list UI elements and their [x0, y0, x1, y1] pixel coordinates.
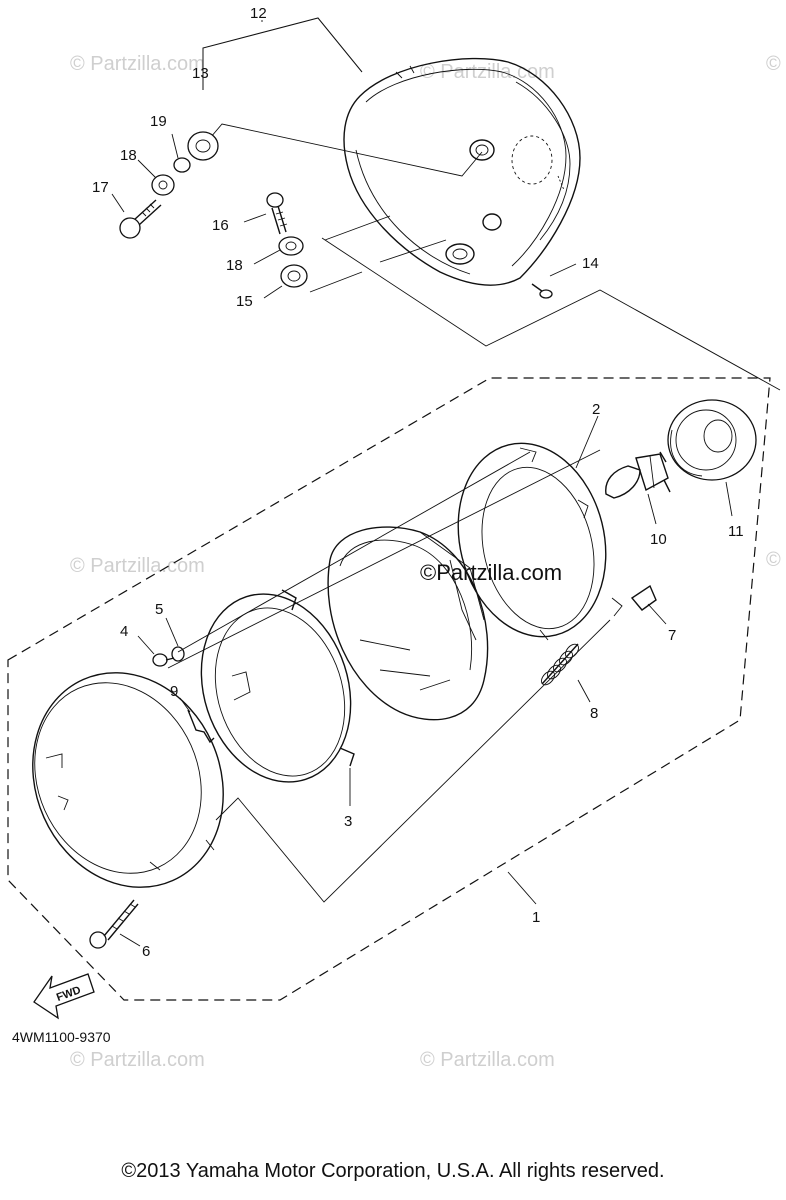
callout-2: 2 [592, 401, 600, 418]
guide-line [215, 619, 611, 903]
leader-line [549, 263, 577, 277]
callout-7: 7 [668, 627, 676, 644]
fwd-arrow-icon: FWD [33, 973, 95, 1020]
callout-4: 4 [120, 623, 128, 640]
grommet-13 [187, 131, 219, 161]
callout-17: 17 [92, 179, 109, 196]
center-watermark: ©Partzilla.com [420, 560, 562, 585]
screw-4 [152, 653, 175, 667]
callout-6: 6 [142, 943, 150, 960]
copyright-notice: ©2013 Yamaha Motor Corporation, U.S.A. A… [121, 1160, 665, 1182]
headlight-housing [343, 57, 581, 286]
screw-6 [89, 899, 139, 949]
leader-line [243, 213, 267, 223]
washer-18-lower [278, 236, 304, 256]
rim-2 [457, 442, 623, 641]
callout-18: 18 [226, 257, 243, 274]
headlight-outer-rim [32, 672, 224, 888]
guide-line [177, 451, 531, 653]
leader-line [111, 193, 125, 213]
clip-7 [630, 584, 657, 611]
callout-16: 16 [212, 217, 229, 234]
leader-line [253, 249, 281, 265]
leader-line [165, 617, 179, 647]
leader-line [324, 215, 391, 241]
callout-3: 3 [344, 813, 352, 830]
grommet-15 [280, 264, 308, 288]
callout-9: 9 [170, 683, 178, 700]
leader-line [725, 481, 733, 517]
leader-line [379, 239, 447, 263]
watermark: © Partzilla.com [70, 555, 205, 577]
callout-8: 8 [590, 705, 598, 722]
assembly-link-line [321, 237, 781, 391]
leader-line [647, 493, 657, 525]
callout-11: 11 [728, 523, 744, 540]
leader-line [647, 603, 667, 625]
callout-19: 19 [150, 113, 167, 130]
collar-19 [173, 157, 191, 173]
leader-line [507, 871, 537, 905]
watermark: © Partzilla.com [766, 53, 786, 75]
bolt-16 [266, 192, 288, 235]
washer-18-upper [151, 174, 175, 196]
socket-cover-11 [667, 399, 757, 481]
callout-12: 12 [250, 5, 267, 22]
callout-5: 5 [155, 601, 163, 618]
callout-13: 13 [192, 65, 209, 82]
lens-reflector-unit [327, 526, 489, 721]
watermark: © Partzilla.com [766, 549, 786, 571]
callout-10: 10 [650, 531, 667, 548]
leader-line [119, 933, 141, 947]
callout-1: 1 [532, 909, 540, 926]
leader-line [171, 133, 179, 159]
callout-14: 14 [582, 255, 599, 272]
screw-14 [531, 283, 553, 299]
leader-line [577, 679, 591, 703]
leader-line [137, 635, 155, 655]
leader-line [204, 123, 483, 177]
bulb-10 [605, 451, 671, 499]
leader-line [575, 415, 599, 469]
group-bracket [202, 17, 363, 90]
spring-8 [541, 643, 579, 686]
bolt-17 [119, 199, 162, 239]
watermark: © Partzilla.com [70, 1049, 205, 1071]
mounting-ring-3 [200, 589, 355, 783]
diagram-code: 4WM1100-9370 [12, 1029, 111, 1045]
guide-line [167, 449, 601, 669]
leader-line [179, 697, 191, 713]
leader-line [309, 271, 363, 293]
watermark: © Partzilla.com [70, 53, 205, 75]
callout-18: 18 [120, 147, 137, 164]
leader-line [137, 159, 157, 179]
watermark: © Partzilla.com [420, 1049, 555, 1071]
leader-line [263, 285, 283, 299]
callout-15: 15 [236, 293, 253, 310]
assembly-boundary [7, 377, 771, 1001]
